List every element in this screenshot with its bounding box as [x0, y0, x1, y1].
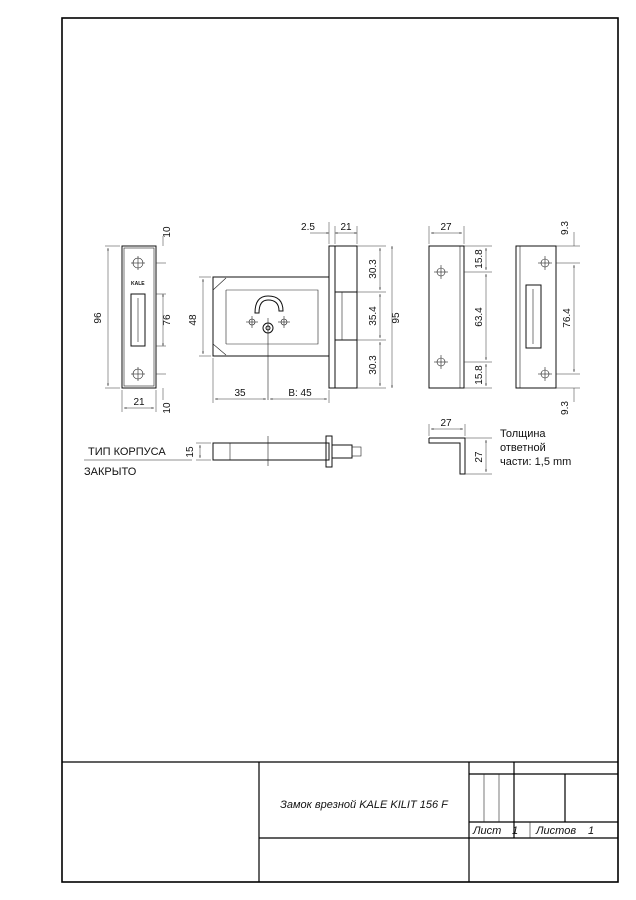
drawing-title: Замок врезной KALE KILIT 156 F — [280, 799, 449, 811]
dim-bottom-offset: 10 — [162, 402, 173, 414]
dim-top-offset: 10 — [162, 226, 173, 238]
case-type: ТИП КОРПУСА ЗАКРЫТО — [84, 446, 192, 478]
dim-strike-front-bottom: 9.3 — [560, 401, 571, 415]
dim-strike-middle: 63.4 — [474, 307, 485, 327]
dim-slot-height: 76 — [162, 314, 173, 326]
dim-offset: 2.5 — [301, 222, 315, 233]
dim-strike-top: 15.8 — [474, 249, 485, 269]
dim-body-height: 48 — [188, 314, 199, 326]
dim-total-height: 95 — [391, 312, 402, 324]
dim-strike-bottom: 15.8 — [474, 365, 485, 385]
thickness-note: Толщина ответной части: 1,5 mm — [500, 428, 571, 468]
case-type-label: ТИП КОРПУСА — [88, 446, 166, 458]
thickness-note-line-2: ответной — [500, 442, 546, 454]
dim-edge: 35 — [234, 388, 246, 399]
dim-strike-width: 27 — [440, 222, 452, 233]
thickness-note-line-3: части: 1,5 mm — [500, 456, 571, 468]
dim-strike-front-slot: 76.4 — [562, 308, 573, 328]
top-view: 15 — [185, 435, 362, 468]
dim-profile-width: 27 — [440, 418, 452, 429]
dim-strike-front-top: 9.3 — [560, 221, 571, 235]
dim-backset: B: 45 — [288, 388, 312, 399]
title-block: Замок врезной KALE KILIT 156 F Лист 1 Ли… — [62, 761, 618, 882]
dim-plate-width: 21 — [133, 397, 145, 408]
case-type-value: ЗАКРЫТО — [84, 466, 137, 478]
front-plate-view: KALE 96 76 10 10 21 — [93, 226, 173, 414]
dim-top-thickness: 15 — [185, 446, 196, 458]
dim-faceplate-width: 21 — [340, 222, 352, 233]
thickness-note-line-1: Толщина — [500, 428, 546, 440]
dim-profile-height: 27 — [474, 451, 485, 463]
lock-body-view: 2.5 21 48 30.3 35.4 30.3 95 35 B: 45 — [188, 222, 402, 403]
dim-plate-height: 96 — [93, 312, 104, 324]
dim-lower-section: 30.3 — [368, 355, 379, 375]
dim-upper-section: 30.3 — [368, 259, 379, 279]
dim-middle-section: 35.4 — [368, 306, 379, 326]
sheets-value: 1 — [588, 825, 594, 837]
drawing-frame — [61, 17, 619, 883]
strike-profile-view: 27 27 — [428, 418, 492, 475]
strike-side-view: 27 15.8 63.4 15.8 — [428, 222, 492, 389]
kale-logo: KALE — [131, 281, 145, 287]
strike-front-view: 9.3 76.4 9.3 — [515, 221, 580, 415]
sheet-label: Лист — [472, 825, 501, 837]
sheets-label: Листов — [535, 825, 576, 837]
sheet-value: 1 — [512, 825, 518, 837]
